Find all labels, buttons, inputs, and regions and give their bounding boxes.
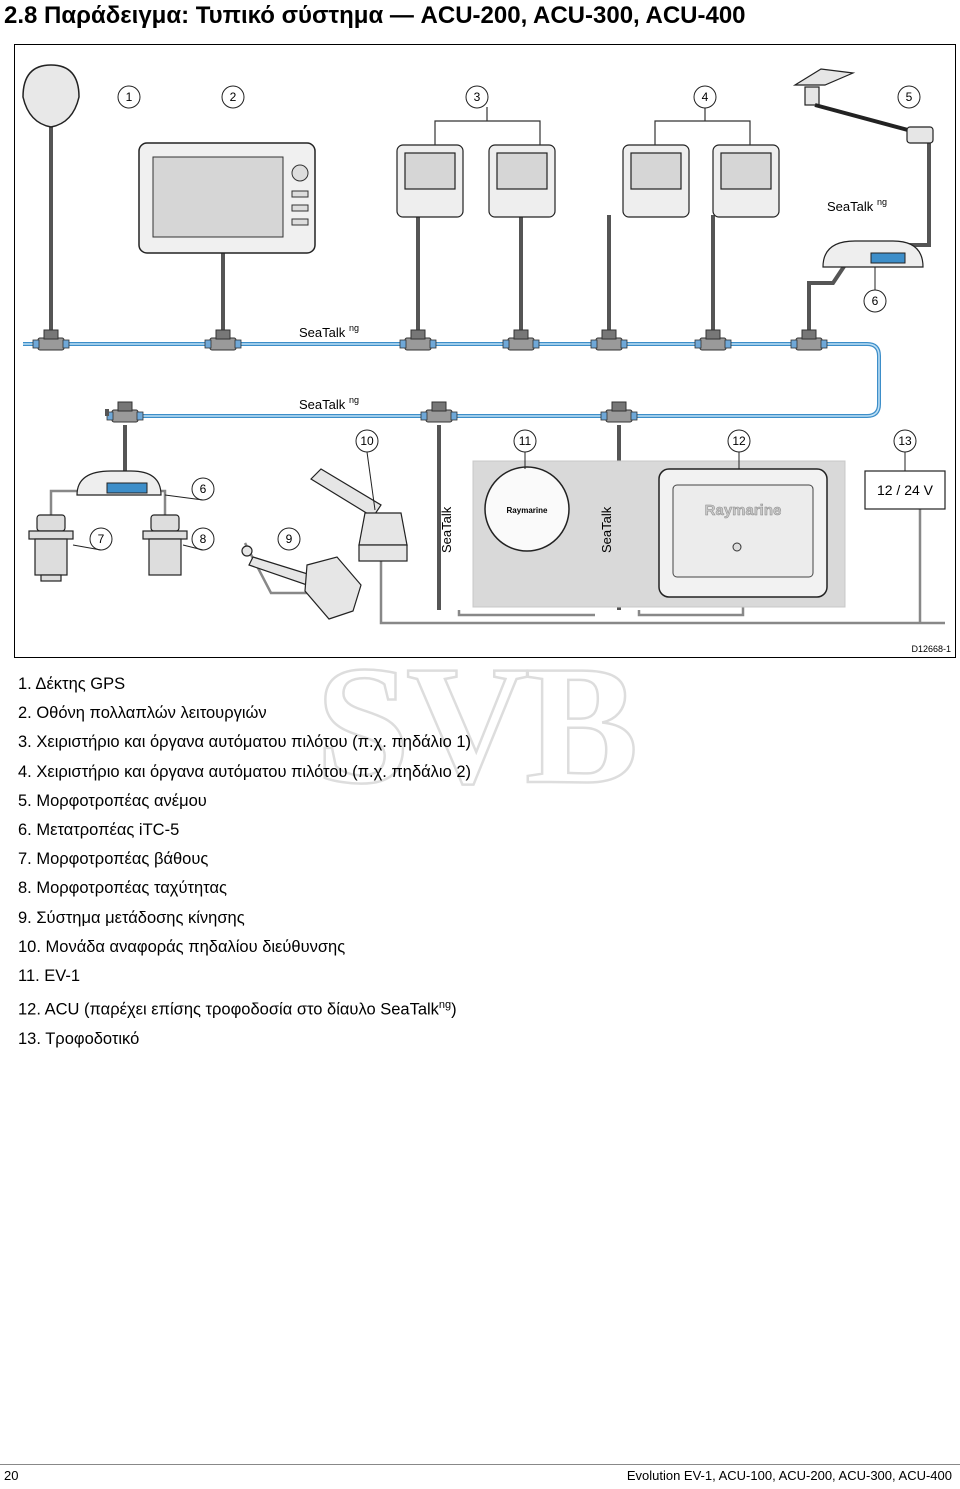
seatalk-label-lower: SeaTalk [299, 397, 346, 412]
legend-item: 7. Μορφοτροπέας βάθους [18, 850, 209, 869]
page-title: 2.8 Παράδειγμα: Τυπικό σύστημα — ACU-200… [4, 2, 746, 29]
svg-text:2: 2 [230, 90, 237, 104]
callout-8: 8 [191, 527, 215, 551]
callout-7: 7 [89, 527, 113, 551]
callout-4: 4 [693, 85, 717, 109]
callout-12: 12 [727, 429, 751, 453]
seatalk-label-vertical-1: SeaTalk [439, 506, 454, 553]
callout-1: 1 [117, 85, 141, 109]
component-legend: 1. Δέκτης GPS 2. Οθόνη πολλαπλών λειτουρ… [18, 670, 471, 1054]
power-supply [864, 470, 946, 510]
legend-item: 3. Χειριστήριο και όργανα αυτόματου πιλό… [18, 733, 472, 752]
svg-text:11: 11 [519, 434, 532, 448]
callout-5: 5 [897, 85, 921, 109]
legend-item: 12. ACU (παρέχει επίσης τροφοδοσία στο δ… [18, 999, 457, 1019]
legend-item: 10. Μονάδα αναφοράς πηδαλίου διεύθυνσης [18, 937, 346, 956]
footer-title: Evolution EV-1, ACU-100, ACU-200, ACU-30… [626, 1468, 952, 1483]
multifunction-display [138, 142, 316, 254]
legend-item: 1. Δέκτης GPS [18, 675, 126, 693]
seatalk-label-vertical-2: SeaTalk [599, 506, 614, 553]
rudder-reference [310, 468, 408, 562]
svb-watermark: SVB [314, 650, 639, 800]
svg-text:ng: ng [349, 323, 359, 333]
ev1-sensor: Raymarine [484, 466, 570, 552]
legend-item: 11. EV-1 [18, 967, 81, 986]
legend-item: 4. Χειριστήριο και όργανα αυτόματου πιλό… [18, 762, 472, 781]
depth-transducer [28, 514, 74, 582]
seatalk-label-backbone: SeaTalk [299, 325, 346, 340]
legend-item: 5. Μορφοτροπέας ανέμου [18, 791, 207, 810]
svg-text:5: 5 [906, 90, 913, 104]
wind-transducer [792, 68, 934, 144]
pilot-instruments [396, 144, 780, 218]
itc5-converter-lower [76, 470, 162, 496]
page-number: 20 [4, 1468, 19, 1483]
callout-10: 10 [355, 429, 379, 453]
svg-text:7: 7 [98, 532, 105, 546]
footer-divider [0, 1464, 960, 1465]
legend-item: 13. Τροφοδοτικό [18, 1029, 140, 1048]
callout-2: 2 [221, 85, 245, 109]
svg-text:ng: ng [877, 197, 887, 207]
callout-9: 9 [277, 527, 301, 551]
callout-11: 11 [513, 429, 537, 453]
svg-text:10: 10 [360, 434, 374, 448]
svg-text:6: 6 [200, 482, 207, 496]
svg-text:12: 12 [732, 434, 746, 448]
callout-6a: 6 [863, 289, 887, 313]
seatalk-backbone [23, 342, 881, 418]
power-supply-label: 12 / 24 V [877, 482, 934, 498]
svg-text:1: 1 [126, 90, 133, 104]
legend-item: 9. Σύστημα μετάδοσης κίνησης [18, 908, 245, 927]
seatalk-label-top: SeaTalk [827, 199, 874, 214]
svg-text:ng: ng [349, 395, 359, 405]
callout-13: 13 [893, 429, 917, 453]
svg-text:Raymarine: Raymarine [507, 506, 548, 515]
svg-text:4: 4 [702, 90, 709, 104]
system-diagram: SeaTalk ng SeaTalk ng SeaTalk ng [14, 44, 956, 658]
svg-text:6: 6 [872, 294, 879, 308]
acu-unit: Raymarine [658, 468, 828, 598]
drive-unit [241, 545, 362, 620]
gps-receiver [22, 64, 80, 128]
callout-6b: 6 [191, 477, 215, 501]
legend-item: 6. Μετατροπέας iTC-5 [18, 821, 180, 840]
figure-id: D12668-1 [911, 644, 951, 654]
svg-text:Raymarine: Raymarine [705, 502, 782, 519]
diagram-drawing: SeaTalk ng SeaTalk ng SeaTalk ng [22, 64, 946, 625]
legend-item: 8. Μορφοτροπέας ταχύτητας [18, 879, 227, 898]
speed-transducer [142, 514, 188, 576]
callout-3: 3 [465, 85, 489, 109]
svg-text:13: 13 [898, 434, 912, 448]
svg-text:8: 8 [200, 532, 207, 546]
svg-text:3: 3 [474, 90, 481, 104]
itc5-converter-top [822, 240, 924, 268]
legend-item: 2. Οθόνη πολλαπλών λειτουργιών [18, 704, 267, 723]
svg-text:9: 9 [286, 532, 293, 546]
svg-text:SVB: SVB [316, 650, 635, 800]
